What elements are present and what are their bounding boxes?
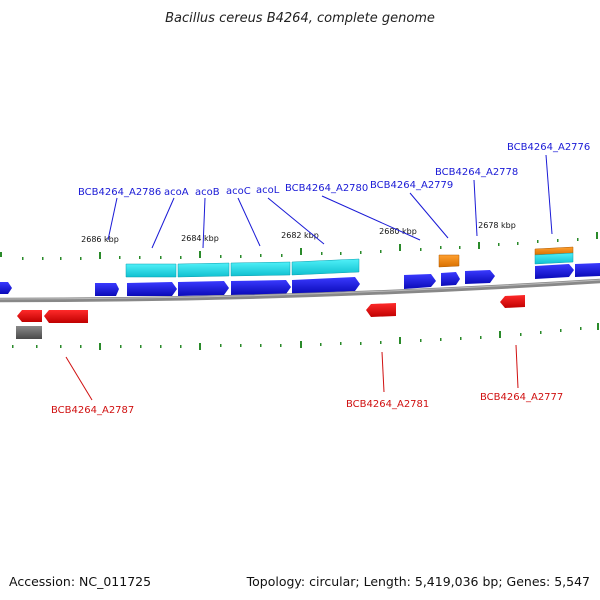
gene-label-BCB4264_A2776: BCB4264_A2776 <box>507 142 590 153</box>
cds-acoC <box>230 261 291 277</box>
kbp-label-2682: 2682 kbp <box>281 231 319 240</box>
gene-arrow-BCB4264_A2778[interactable] <box>465 270 495 284</box>
gene-label-BCB4264_A2786: BCB4264_A2786 <box>78 187 161 198</box>
forward-gene-track <box>0 263 600 296</box>
reverse-label-connectors <box>65 344 519 401</box>
lower-tick-track <box>12 323 599 350</box>
gene-arrow-BCB4264_A2786[interactable] <box>95 283 119 296</box>
gene-arrow-right-edge[interactable] <box>575 263 600 277</box>
kbp-label-2678: 2678 kbp <box>478 221 516 230</box>
reverse-gene-track <box>17 295 525 323</box>
gene-arrow-acoC[interactable] <box>231 280 291 295</box>
gene-label-BCB4264_A2777: BCB4264_A2777 <box>480 392 563 403</box>
gene-label-acoL: acoL <box>256 185 280 196</box>
cds-acoA <box>125 263 177 278</box>
gene-arrow-BCB4264_A2787[interactable] <box>44 310 88 323</box>
gene-arrow-BCB4264_A2781[interactable] <box>366 303 396 317</box>
cds-acoL <box>291 258 360 276</box>
gene-arrow-left-edge[interactable] <box>0 282 12 294</box>
gene-arrow-acoA[interactable] <box>127 282 177 296</box>
gene-label-BCB4264_A2787: BCB4264_A2787 <box>51 405 134 416</box>
gene-arrow-BCB4264_A2779[interactable] <box>441 272 460 286</box>
gene-arrow-BCB4264_A2776[interactable] <box>535 264 574 279</box>
gene-label-BCB4264_A2781: BCB4264_A2781 <box>346 399 429 410</box>
kbp-label-2680: 2680 kbp <box>379 227 417 236</box>
gene-arrow-acoB[interactable] <box>178 281 229 296</box>
gene-arrow-BCB4264_A2780[interactable] <box>404 274 436 289</box>
genome-backbone <box>0 278 600 303</box>
kbp-label-2686: 2686 kbp <box>81 235 119 244</box>
upper-tick-track <box>0 232 598 260</box>
pseudo-gene-gray[interactable] <box>16 326 42 339</box>
gene-label-BCB4264_A2778: BCB4264_A2778 <box>435 167 518 178</box>
cds-acoB <box>177 262 230 278</box>
gene-label-acoC: acoC <box>226 186 251 197</box>
cds-BCB4264_A2779 <box>438 254 460 268</box>
gene-arrow-acoL[interactable] <box>292 277 360 294</box>
genome-title: Bacillus cereus B4264, complete genome <box>165 11 435 26</box>
gene-arrow-BCB4264_A2777[interactable] <box>500 295 525 308</box>
genome-summary-text: Topology: circular; Length: 5,419,036 bp… <box>246 574 590 589</box>
gene-label-acoB: acoB <box>195 187 220 198</box>
cds-track <box>125 246 574 278</box>
gene-label-BCB4264_A2779: BCB4264_A2779 <box>370 180 453 191</box>
gene-label-BCB4264_A2780: BCB4264_A2780 <box>285 183 368 194</box>
cds-BCB4264_A2776-cyan <box>534 252 574 265</box>
gene-label-acoA: acoA <box>164 187 189 198</box>
forward-label-connectors <box>107 154 553 249</box>
kbp-label-2684: 2684 kbp <box>181 234 219 243</box>
gene-arrow-reverse-small[interactable] <box>17 310 42 322</box>
accession-text: Accession: NC_011725 <box>9 574 151 589</box>
